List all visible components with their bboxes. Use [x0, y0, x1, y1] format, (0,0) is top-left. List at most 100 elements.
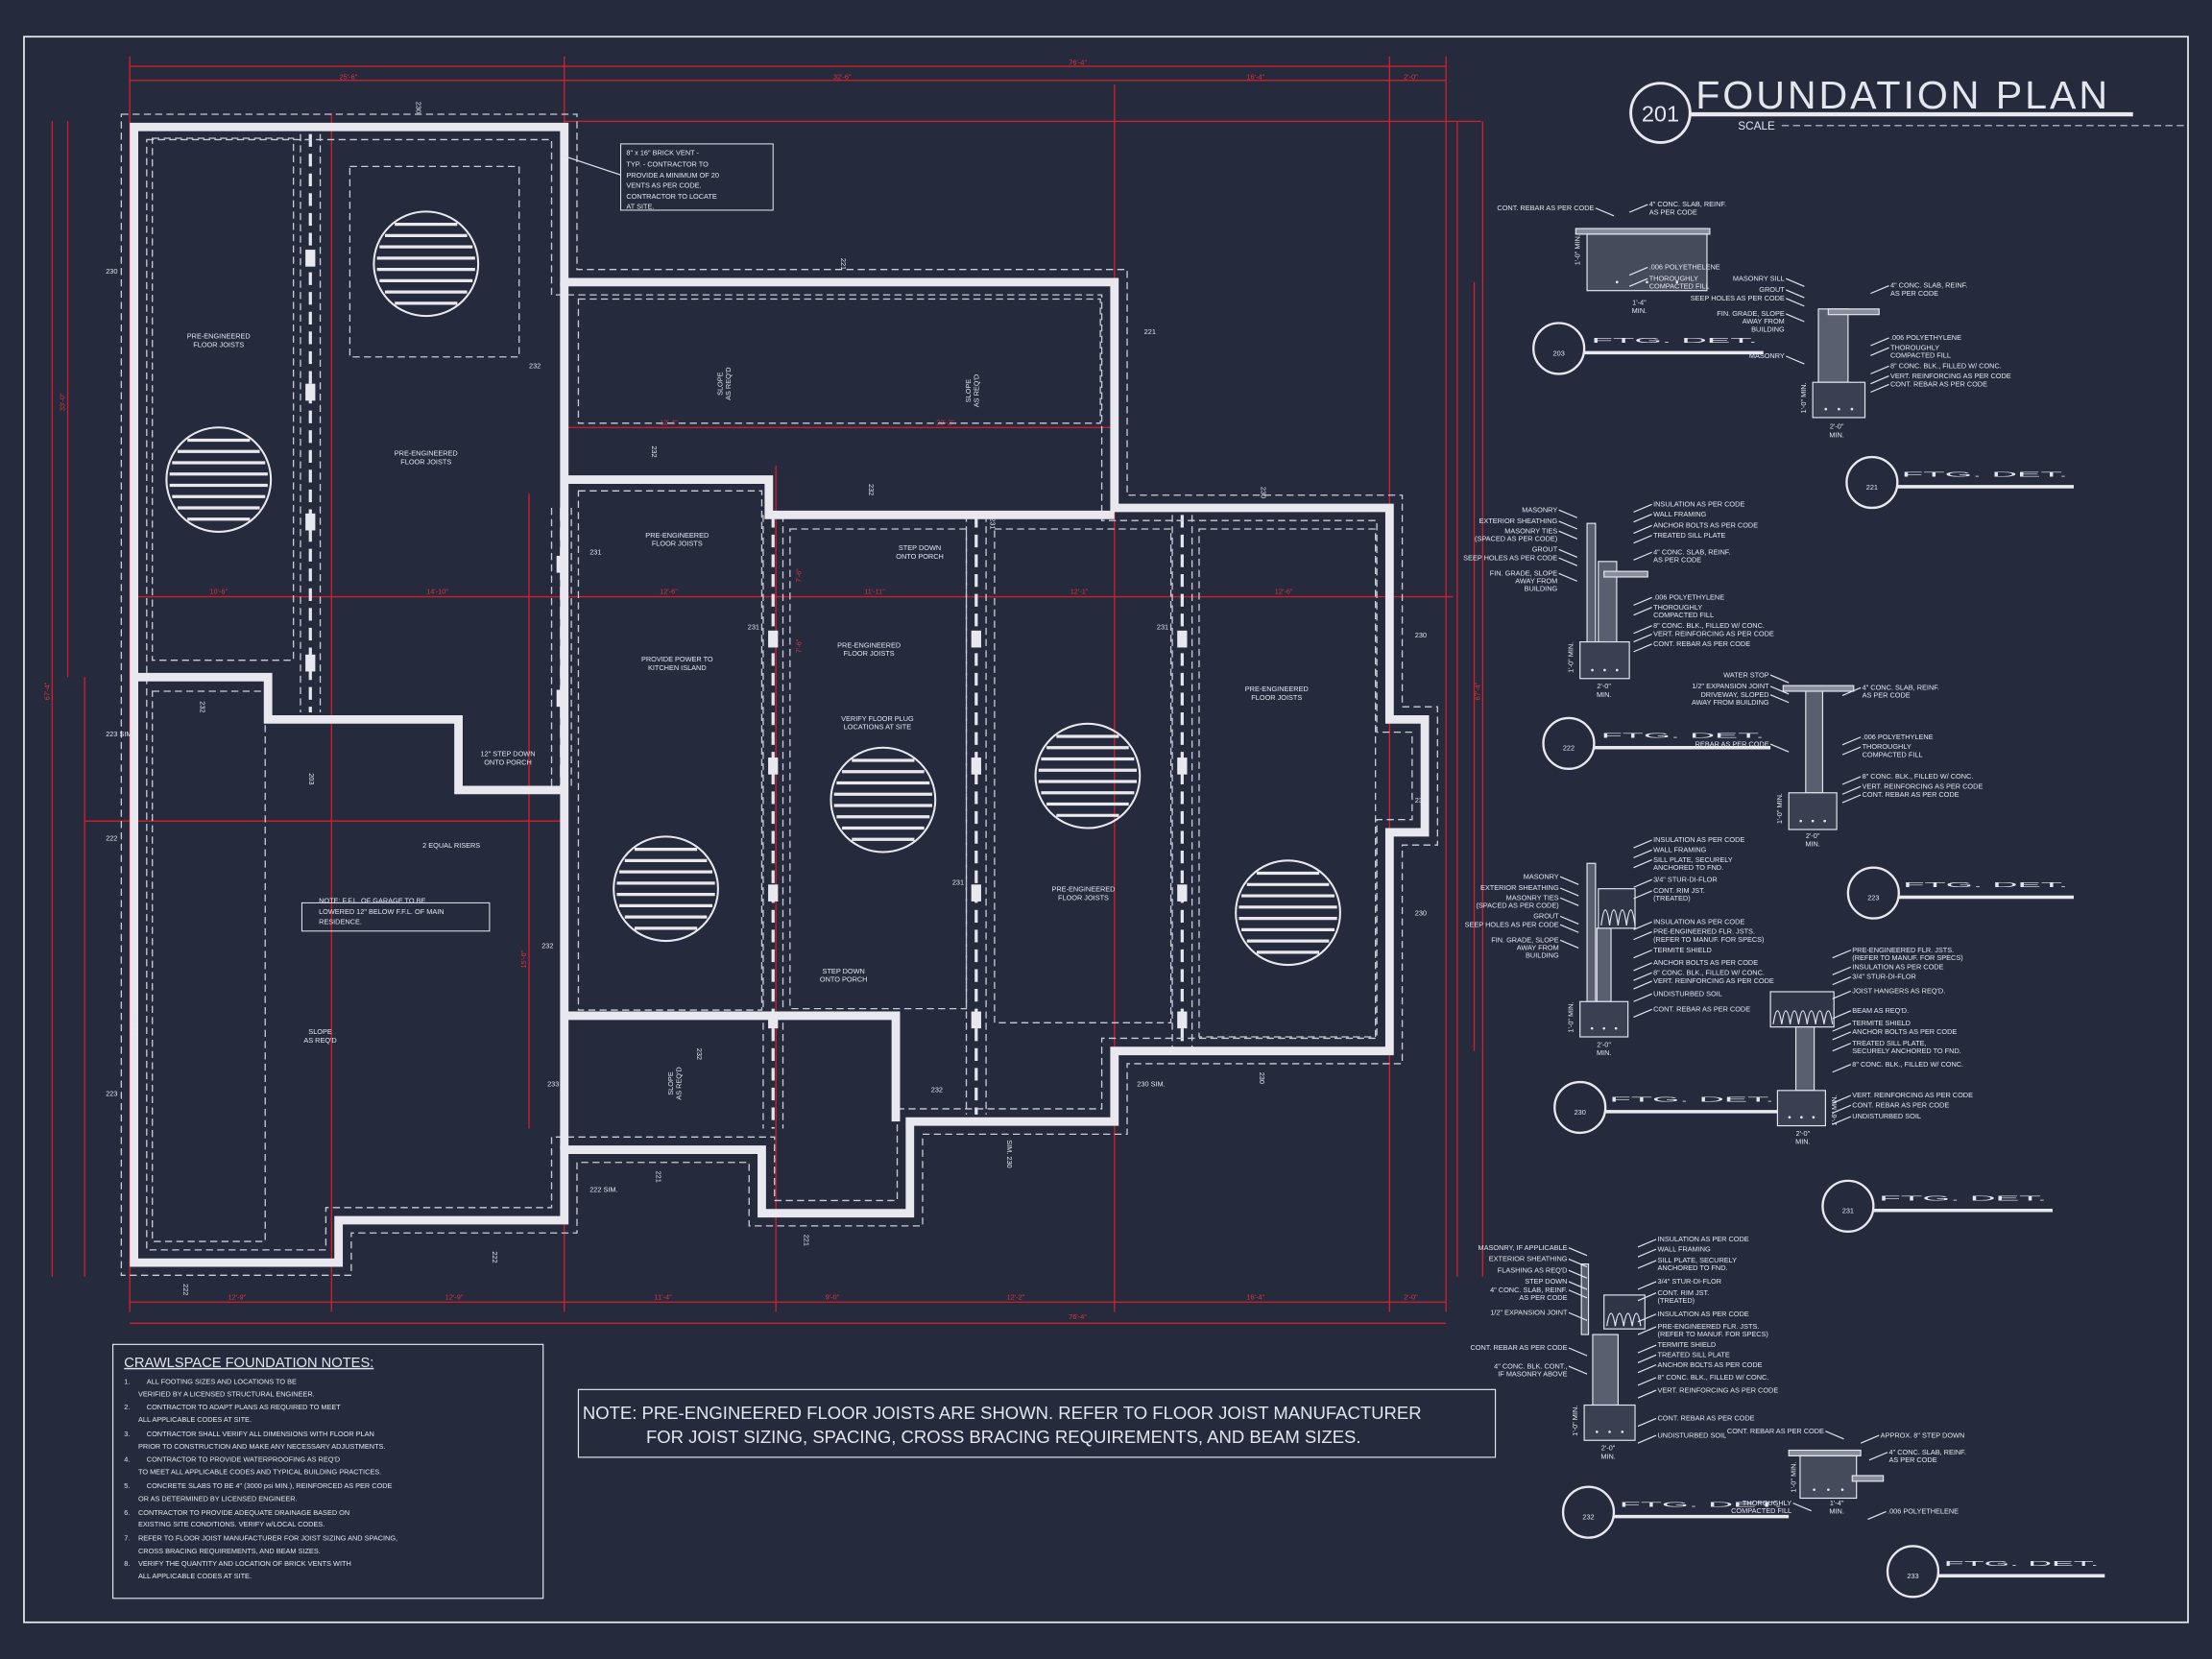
detail-joist: [1598, 888, 1636, 929]
callout-label: .006 POLYETHYLENE: [1653, 592, 1724, 601]
leader-line: [1868, 1452, 1888, 1461]
crawlspace-area-outline: [789, 528, 968, 1010]
callout-label: CONT. RIM JST.: [1653, 886, 1705, 895]
callout-label: FIN. GRADE, SLOPE: [1491, 936, 1559, 945]
note-item: 8.VERIFY THE QUANTITY AND LOCATION OF BR…: [124, 1559, 350, 1580]
brick-vent-note-line: CONTRACTOR TO LOCATE: [626, 192, 716, 201]
leader-line: [1558, 548, 1578, 558]
callout-label: DRIVEWAY, SLOPED: [1700, 690, 1768, 699]
callout-label: INSULATION AS PER CODE: [1658, 1235, 1749, 1243]
plan-label-line: PROVIDE POWER TO: [641, 655, 713, 663]
callout-label: ANCHOR BOLTS AS PER CODE: [1653, 958, 1758, 967]
pier: [1177, 884, 1188, 902]
plan-label-line: FLOOR JOISTS: [844, 649, 895, 658]
dimension-label: 12'-1": [1070, 588, 1089, 596]
callout-label: ANCHORED TO FND.: [1658, 1263, 1728, 1272]
callout-label: VERT. REINFORCING AS PER CODE: [1653, 976, 1774, 985]
section-tag: 230: [1415, 796, 1427, 805]
vent-circle-outline: [373, 210, 480, 318]
detail-number: 230: [1575, 1108, 1586, 1117]
note-number: 3.: [124, 1430, 130, 1438]
note-item: 1.ALL FOOTING SIZES AND LOCATIONS TO BEV…: [124, 1377, 314, 1398]
callout-label: MASONRY, IF APPLICABLE: [1478, 1243, 1567, 1252]
leader-line: [1558, 557, 1578, 566]
callout-label: MASONRY: [1524, 872, 1559, 880]
detail-number: 221: [1866, 483, 1878, 492]
detail-dimension: 1'-0" MIN.: [1566, 642, 1575, 673]
callout-label: VERT. REINFORCING AS PER CODE: [1863, 781, 1984, 790]
callout-label: EXTERIOR SHEATHING: [1480, 883, 1559, 892]
leader-line: [1633, 849, 1652, 858]
callout-label: COMPACTED FILL: [1863, 750, 1923, 758]
callout-label: (REFER TO MANUF. FOR SPECS): [1653, 935, 1764, 944]
vent-circle: [1235, 859, 1341, 967]
leader-line: [1568, 1311, 1588, 1321]
plan-label-line: PRE-ENGINEERED: [1052, 885, 1116, 894]
pier: [305, 250, 316, 267]
leader-line: [1870, 285, 1889, 295]
crawlspace-area-outline: [349, 165, 520, 358]
callout-label: (SPACED AS PER CODE): [1475, 535, 1557, 543]
dimension-label: 25'-6": [340, 72, 358, 81]
section-tag: 221: [803, 1235, 811, 1246]
crawlspace-area-outline: [152, 137, 295, 661]
plan-label-line: AS REQ'D: [303, 1036, 336, 1045]
note-item: 3.CONTRACTOR SHALL VERIFY ALL DIMENSIONS…: [124, 1430, 385, 1451]
leader-line: [1870, 347, 1889, 356]
insulation-batt: [1614, 1312, 1624, 1327]
callout-label: AS PER CODE: [1653, 556, 1701, 565]
outer-footing-outline: [120, 113, 1438, 1276]
detail-dimension: 2'-0": [1597, 1040, 1611, 1048]
detail-foot: [1812, 381, 1866, 419]
callout-label: CONT. REBAR AS PER CODE: [1497, 204, 1594, 212]
callout-label: 3/4" STUR-DI-FLOR: [1658, 1277, 1722, 1286]
notes-heading: CRAWLSPACE FOUNDATION NOTES:: [124, 1356, 373, 1371]
dimension-label: 12'-6": [660, 588, 678, 596]
section-tag: 230: [1258, 1072, 1266, 1084]
interior-foundation-walls: [133, 281, 1115, 1150]
callout-label: CONT. REBAR AS PER CODE: [1658, 1414, 1755, 1423]
leader-line: [1559, 897, 1579, 906]
callout-label: AS PER CODE: [1863, 691, 1911, 700]
detail-number-circle: [1542, 716, 1596, 770]
detail-dimension: 1'-0" MIN.: [1571, 1406, 1579, 1436]
leader-line: [1637, 1354, 1657, 1363]
dimension-label: 12'-4": [660, 418, 678, 426]
drawing-title: 201 FOUNDATION PLAN SCALE: [1629, 73, 2187, 144]
leader-line: [1786, 298, 1805, 307]
section-tag: 233: [547, 1079, 559, 1088]
leader-line: [1633, 596, 1652, 606]
plan-label-line: FLOOR JOISTS: [652, 540, 703, 548]
dimension-label: 9'-0": [826, 1292, 840, 1301]
plan-label-line: PRE-ENGINEERED: [1245, 685, 1309, 693]
detail-dimension: 1'-0" MIN.: [1775, 793, 1784, 824]
pier: [768, 1011, 779, 1029]
note-item: 4.CONTRACTOR TO PROVIDE WATERPROOFING AS…: [124, 1455, 381, 1476]
leader-line: [1832, 990, 1852, 999]
leader-line: [1637, 1389, 1657, 1399]
detail-dimension: 1'-4": [1830, 1499, 1844, 1507]
callout-label: INSULATION AS PER CODE: [1653, 835, 1744, 844]
leader-line: [1633, 839, 1652, 849]
leader-line: [1637, 1417, 1657, 1428]
leader-line: [1786, 277, 1805, 287]
leader-line: [1559, 924, 1579, 933]
callout-label: 3/4" STUR-DI-FLOR: [1852, 973, 1916, 981]
callout-label: TERMITE SHIELD: [1653, 946, 1712, 954]
rebar-dot: [1615, 668, 1619, 672]
detail-number-circle: [1821, 1179, 1875, 1233]
joist-note-line: NOTE: PRE-ENGINEERED FLOOR JOISTS ARE SH…: [583, 1403, 1422, 1423]
insulation-batt: [1606, 1312, 1617, 1327]
section-tag: 232: [529, 362, 541, 371]
rebar-dot: [1824, 407, 1828, 411]
leader-line: [1841, 785, 1862, 795]
callout-label: ANCHOR BOLTS AS PER CODE: [1658, 1360, 1763, 1369]
callout-label: 1/2" EXPANSION JOINT: [1490, 1308, 1568, 1316]
section-tag: 230: [1415, 909, 1427, 918]
callout-label: FLASHING AS REQ'D: [1498, 1265, 1568, 1274]
plan-label-line: 12" STEP DOWN: [480, 750, 535, 758]
